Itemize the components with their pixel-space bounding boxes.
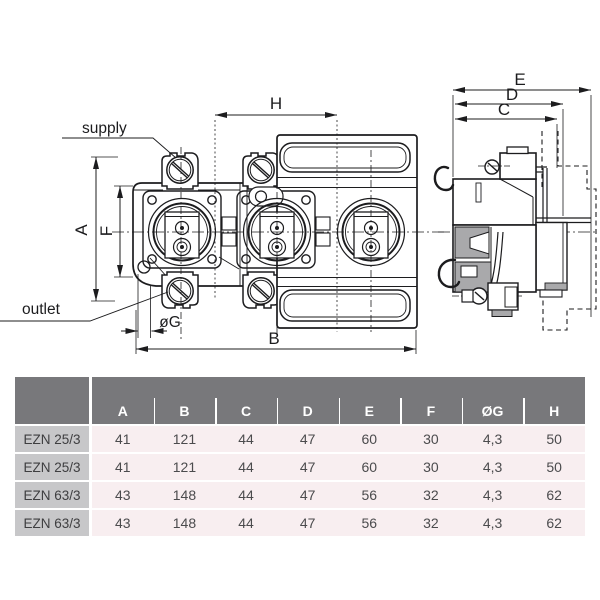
value-cell: 44 xyxy=(238,431,254,447)
dim-B: B xyxy=(135,310,417,354)
column-header: B xyxy=(153,377,216,424)
dim-G: øG xyxy=(121,274,181,338)
dim-D: D xyxy=(455,85,564,216)
column-header: H xyxy=(523,377,585,424)
side-view xyxy=(433,131,598,331)
value-cell: 62 xyxy=(546,487,562,503)
wire-clips xyxy=(433,165,461,289)
dim-F: F xyxy=(97,185,133,278)
side-body-lower xyxy=(452,224,537,293)
table-row: 41 121 44 47 60 30 4,3 50 xyxy=(92,426,585,452)
supply-screw-1 xyxy=(161,152,199,190)
rail-claw-block xyxy=(535,221,568,298)
dimension-table: EZN 25/3 EZN 25/3 EZN 63/3 EZN 63/3 A B … xyxy=(15,377,585,536)
value-cell: 62 xyxy=(546,515,562,531)
dim-label-f: F xyxy=(97,226,116,236)
model-cell: EZN 25/3 xyxy=(15,454,89,480)
value-cell: 4,3 xyxy=(482,459,503,475)
value-cell: 4,3 xyxy=(482,515,503,531)
value-cell: 56 xyxy=(361,487,378,503)
dim-A: A xyxy=(72,156,118,302)
table-row: 43 148 44 47 56 32 4,3 62 xyxy=(92,482,585,508)
keyhole-slot xyxy=(248,186,284,207)
value-cell: 44 xyxy=(238,487,254,503)
dim-label-h: H xyxy=(270,94,282,113)
value-cell: 30 xyxy=(423,459,439,475)
dim-label-a: A xyxy=(72,224,91,236)
value-cell: 47 xyxy=(299,431,316,447)
pole-plate-1 xyxy=(142,190,222,269)
dim-H: H xyxy=(214,94,338,332)
value-cell: 121 xyxy=(172,459,197,475)
technical-drawing: H A F øG B E xyxy=(0,70,598,354)
supply-screw-2 xyxy=(242,152,280,190)
value-cell: 4,3 xyxy=(482,487,503,503)
column-header: A xyxy=(117,403,128,419)
outlet-screw-2 xyxy=(242,271,280,309)
pole-connectors xyxy=(221,216,331,247)
value-cell: 50 xyxy=(546,459,562,475)
model-cell: EZN 63/3 xyxy=(15,510,89,536)
value-cell: 60 xyxy=(361,459,378,475)
mounting-hole xyxy=(137,260,151,274)
model-cell: EZN 25/3 xyxy=(15,426,89,452)
table-corner-cell xyxy=(15,377,89,424)
dim-label-c: C xyxy=(498,100,510,119)
value-cell: 56 xyxy=(361,515,378,531)
value-cell: 148 xyxy=(172,487,197,503)
callouts: supply outlet xyxy=(0,120,177,322)
outlet-screw-1 xyxy=(161,271,199,309)
column-header: D xyxy=(276,377,339,424)
dim-label-d: D xyxy=(506,85,518,104)
column-header: E xyxy=(338,377,401,424)
dim-label-b: B xyxy=(268,329,279,348)
supply-callout: supply xyxy=(62,120,177,159)
value-cell: 32 xyxy=(423,487,439,503)
table-row: 41 121 44 47 60 30 4,3 50 xyxy=(92,454,585,480)
value-cell: 60 xyxy=(361,431,378,447)
value-cell: 4,3 xyxy=(482,431,503,447)
dim-label-g: øG xyxy=(159,314,181,331)
supply-label: supply xyxy=(82,120,127,137)
outlet-label: outlet xyxy=(22,301,61,318)
table-header-row: A B C D E F ØG H xyxy=(92,377,585,424)
column-header: C xyxy=(215,377,277,424)
value-cell: 43 xyxy=(115,515,131,531)
dim-C: C xyxy=(455,100,558,168)
model-column: EZN 25/3 EZN 25/3 EZN 63/3 EZN 63/3 xyxy=(15,377,89,536)
outlet-callout: outlet xyxy=(0,291,169,322)
front-view xyxy=(112,134,446,340)
value-cell: 30 xyxy=(423,431,439,447)
value-cell: 148 xyxy=(172,515,197,531)
value-cell: 121 xyxy=(172,431,197,447)
value-cell: 44 xyxy=(238,459,254,475)
dimensions: H A F øG B E xyxy=(72,70,592,354)
column-header: ØG xyxy=(461,377,524,424)
value-cell: 43 xyxy=(115,487,131,503)
value-cell: 50 xyxy=(546,431,562,447)
value-cell: 32 xyxy=(423,515,439,531)
dim-E: E xyxy=(452,70,592,317)
centerlines xyxy=(112,147,446,340)
side-body-upper xyxy=(452,146,548,226)
value-cell: 47 xyxy=(299,487,316,503)
value-cell: 47 xyxy=(299,515,316,531)
table-row: 43 148 44 47 56 32 4,3 62 xyxy=(92,510,585,536)
value-cell: 47 xyxy=(299,459,316,475)
dim-label-e: E xyxy=(514,70,525,89)
table-values: A B C D E F ØG H 41 121 44 47 60 30 4,3 … xyxy=(92,377,585,536)
value-cell: 41 xyxy=(115,431,131,447)
value-cell: 44 xyxy=(238,515,254,531)
column-header: F xyxy=(400,377,462,424)
model-cell: EZN 63/3 xyxy=(15,482,89,508)
fuse-base-drawing: H A F øG B E xyxy=(0,70,598,354)
terminal-cover xyxy=(276,134,418,329)
value-cell: 41 xyxy=(115,459,131,475)
side-bottom-terminal xyxy=(452,282,522,317)
